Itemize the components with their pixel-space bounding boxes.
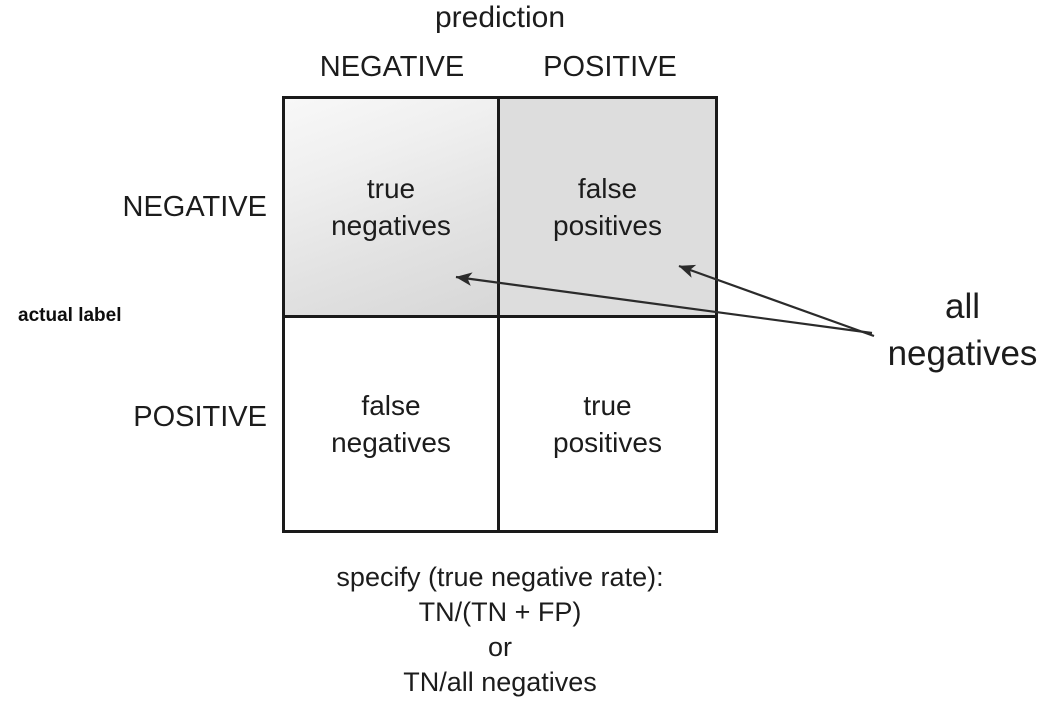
cell-false-negatives-label: false negatives [331,390,451,458]
caption-block: specify (true negative rate): TN/(TN + F… [285,560,715,700]
caption-line-2: TN/(TN + FP) [418,597,582,627]
prediction-axis-title: prediction [434,1,566,34]
row-header-positive: POSITIVE [133,401,267,433]
cell-true-positives: true positives [500,318,715,530]
column-header-negative: NEGATIVE [319,51,465,83]
cell-false-positives: false positives [500,99,715,318]
cell-true-positives-label: true positives [553,390,662,458]
cell-true-negatives: true negatives [285,99,500,318]
cell-true-negatives-label: true negatives [331,173,451,241]
caption-line-1: specify (true negative rate): [336,562,664,592]
row-header-negative: NEGATIVE [122,191,268,223]
caption-line-4: TN/all negatives [403,667,597,697]
matrix-grid: true negatives false positives false neg… [282,96,718,533]
actual-label-axis-title: actual label [18,305,122,326]
annotation-all-negatives-label: all negatives [887,287,1038,373]
cell-false-positives-label: false positives [553,173,662,241]
cell-false-negatives: false negatives [285,318,500,530]
caption-line-3: or [487,632,512,662]
column-header-positive: POSITIVE [543,51,677,83]
